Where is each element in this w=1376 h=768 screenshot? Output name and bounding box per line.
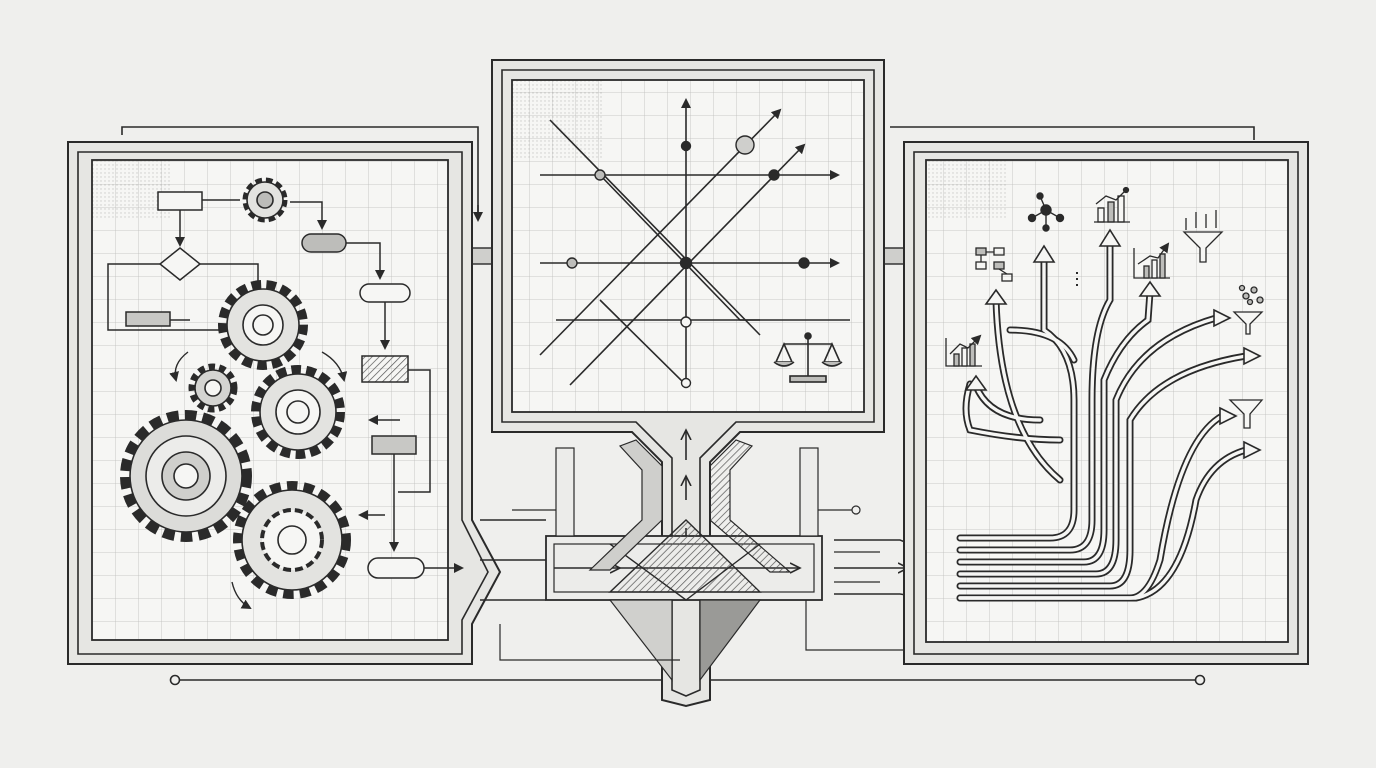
dotted-markers: [1076, 272, 1078, 286]
bar-chart-icon-small: [945, 334, 982, 367]
network-icon: [1027, 192, 1065, 232]
outcomes-panel: [903, 141, 1309, 665]
hierarchy-icon: [975, 247, 1013, 282]
chart-nodes: [566, 135, 810, 389]
line-chart-icon: [1133, 242, 1170, 279]
bar-chart-icon: [1094, 186, 1130, 223]
analysis-panel: [491, 59, 885, 708]
branching-flows-inner: [958, 240, 1248, 600]
central-junction: [480, 439, 940, 682]
flow-arrowheads: [964, 228, 1262, 460]
funnel-icon: [1182, 210, 1264, 429]
process-panel: [67, 141, 502, 665]
terminal-dot-left: [169, 674, 181, 686]
terminal-dot-right: [1194, 674, 1206, 686]
flowchart-icon: [107, 191, 464, 579]
decision-diamond-icon: [158, 247, 202, 281]
gear-icon: [120, 177, 351, 599]
rotation-arrows: [169, 351, 348, 609]
balance-scale-icon: [773, 332, 843, 383]
